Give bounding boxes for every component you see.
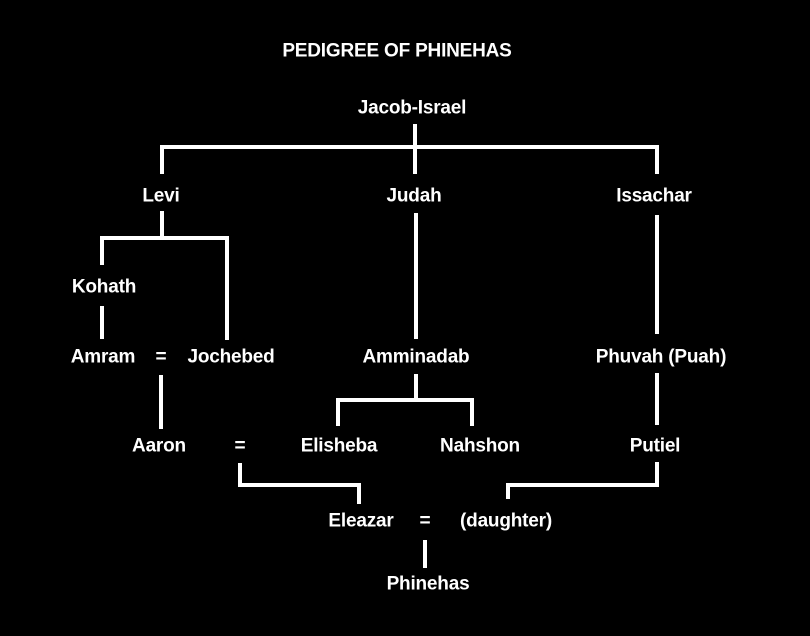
node-phinehas: Phinehas xyxy=(386,573,470,595)
node-jochebed: Jochebed xyxy=(187,346,275,368)
marriage-sign-eleazar: = xyxy=(419,510,431,532)
node-amminadab: Amminadab xyxy=(362,346,470,368)
marriage-sign-amram: = xyxy=(155,346,167,368)
node-elisheba: Elisheba xyxy=(300,435,378,457)
diagram-title: PEDIGREE OF PHINEHAS xyxy=(282,40,512,62)
node-aaron: Aaron xyxy=(132,435,186,457)
node-putiel: Putiel xyxy=(629,435,681,457)
node-judah: Judah xyxy=(386,185,442,207)
node-daughter: (daughter) xyxy=(460,510,552,532)
node-levi: Levi xyxy=(142,185,180,207)
node-jacob-israel: Jacob-Israel xyxy=(357,97,467,119)
node-nahshon: Nahshon xyxy=(440,435,520,457)
node-issachar: Issachar xyxy=(616,185,692,207)
marriage-sign-aaron: = xyxy=(234,435,246,457)
node-eleazar: Eleazar xyxy=(328,510,394,532)
node-amram: Amram xyxy=(70,346,136,368)
node-phuvah: Phuvah (Puah) xyxy=(595,346,727,368)
node-kohath: Kohath xyxy=(71,276,137,298)
